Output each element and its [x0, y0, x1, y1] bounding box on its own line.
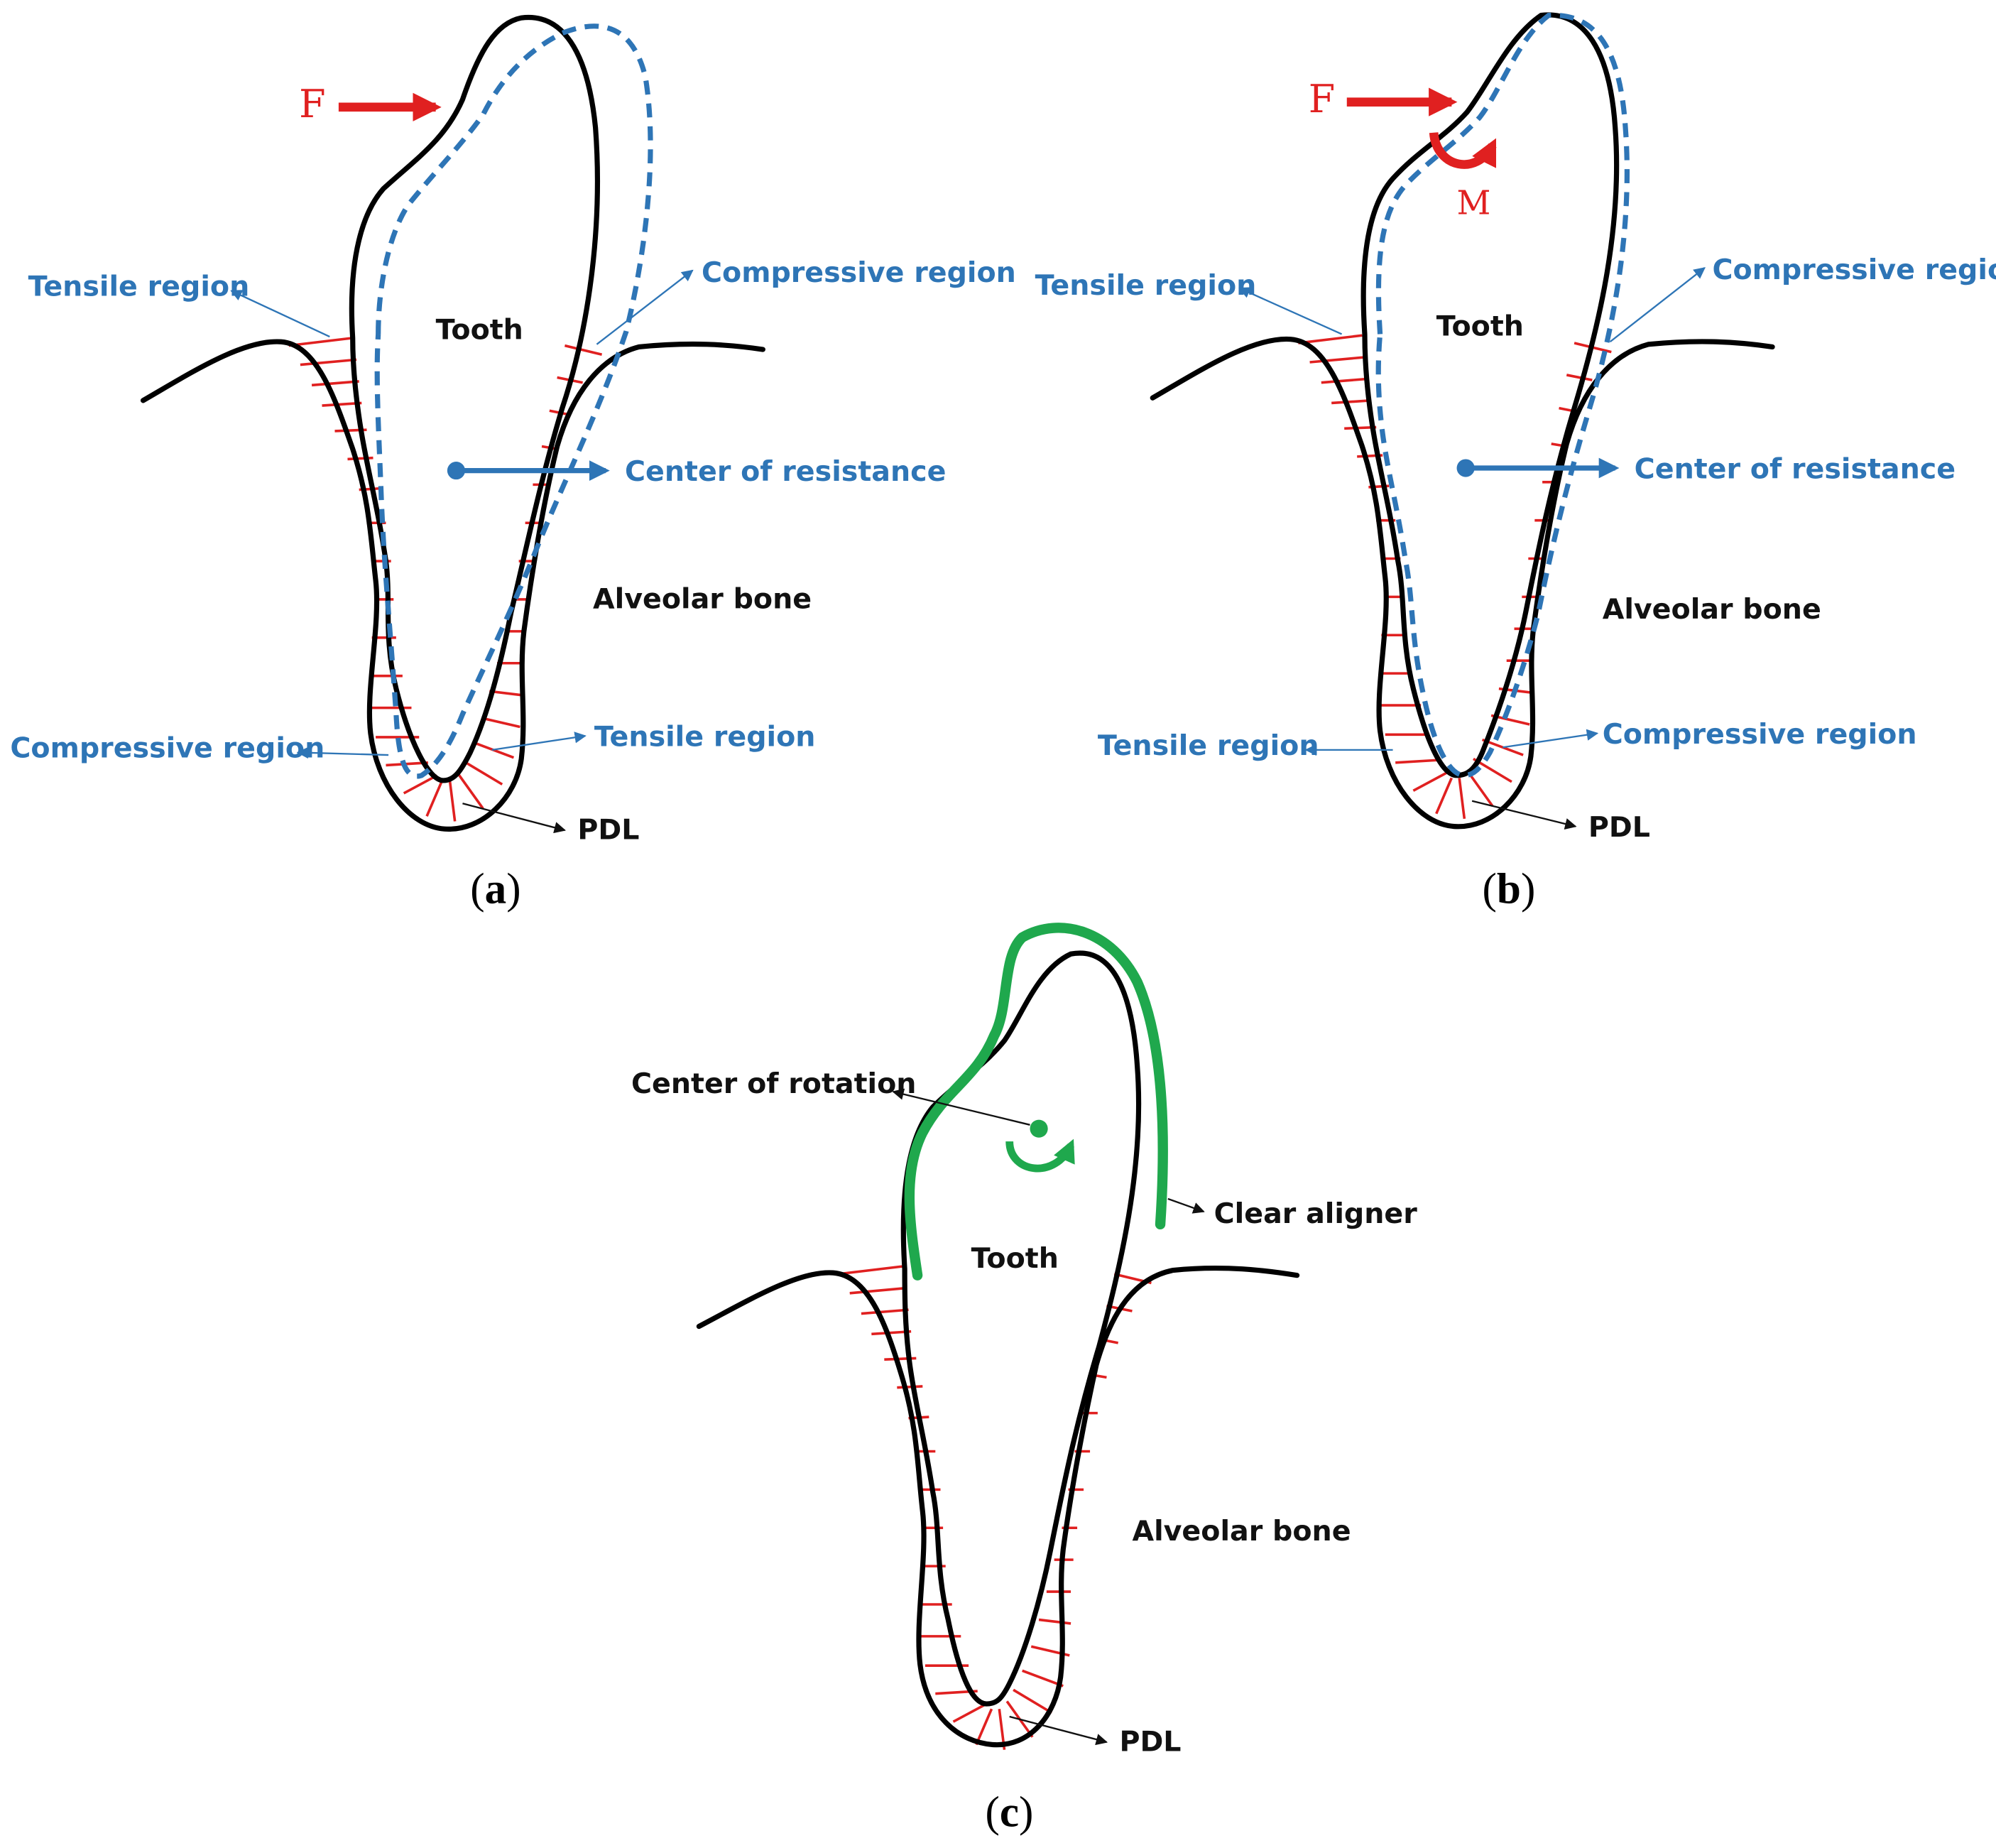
alveolar-bone-label: Alveolar bone	[1603, 593, 1821, 626]
center-of-resistance-label: Center of resistance	[1635, 452, 1956, 485]
pdl-hatch-line	[1566, 374, 1593, 381]
alveolar-bone-outline	[696, 1265, 1300, 1748]
tooth-label: Tooth	[1436, 310, 1524, 342]
tensile-bottom-leader	[491, 732, 587, 751]
compressive-top-leader	[1609, 267, 1706, 343]
tooth-label: Tooth	[436, 314, 523, 347]
alveolar-bone-outline	[140, 339, 765, 832]
pdl-leader	[1009, 1715, 1108, 1746]
pdl-hatch-line	[1458, 778, 1466, 820]
tooth-outline	[900, 950, 1142, 1707]
center-of-rotation-label: Center of rotation	[631, 1067, 916, 1100]
compressive-bottom-leader	[296, 746, 389, 759]
panel-c-caption: (c)	[985, 1788, 1033, 1836]
panel-b: F M Center of resistance Tooth Alveolar …	[1035, 12, 1996, 913]
pdl-hatching	[1298, 334, 1612, 820]
center-of-rotation-dot	[1030, 1119, 1048, 1138]
tooth-outline	[349, 14, 600, 783]
pdl-label: PDL	[1119, 1726, 1181, 1759]
center-of-rotation-leader	[892, 1088, 1030, 1126]
panel-c: Center of rotation Clear aligner Tooth A…	[631, 923, 1418, 1836]
pdl-label: PDL	[1588, 811, 1650, 844]
tooth-outline	[1360, 12, 1620, 778]
clear-aligner-label: Clear aligner	[1214, 1197, 1418, 1230]
compressive-top-leader	[596, 269, 694, 345]
alveolar-bone-label: Alveolar bone	[593, 583, 812, 616]
pdl-hatch-line	[1435, 777, 1453, 815]
rotation-arrow	[1005, 1138, 1075, 1173]
moment-arrow	[1429, 131, 1497, 169]
panel-b-caption: (b)	[1483, 865, 1536, 913]
compressive-region-bottom-label: Compressive region	[1603, 718, 1917, 751]
pdl-hatch-line	[1038, 1618, 1071, 1625]
alveolar-bone-label: Alveolar bone	[1132, 1515, 1351, 1548]
pdl-hatch-line	[1331, 399, 1372, 405]
tensile-region-top-label: Tensile region	[28, 271, 250, 303]
pdl-hatch-line	[975, 1708, 993, 1746]
compressive-region-bottom-label: Compressive region	[10, 732, 325, 765]
clear-aligner-outline	[904, 923, 1168, 1281]
force-label: F	[1309, 77, 1335, 121]
tensile-top-leader	[1238, 287, 1343, 335]
compressive-bottom-leader	[1503, 729, 1599, 749]
panel-a: F Center of resistance Tooth Alveolar bo…	[10, 14, 1016, 913]
tensile-region-top-label: Tensile region	[1035, 269, 1257, 302]
alveolar-bone-outline	[1150, 336, 1775, 830]
pdl-hatch-line	[1395, 759, 1438, 764]
pdl-hatch-line	[897, 1385, 923, 1389]
pdl-leader	[1471, 800, 1577, 830]
pdl-label: PDL	[577, 814, 639, 847]
pdl-hatch-line	[1022, 1669, 1064, 1687]
pdl-hatch-line	[1412, 771, 1448, 792]
compressive-region-top-label: Compressive region	[1712, 254, 1996, 286]
tensile-top-leader	[230, 290, 330, 338]
clear-aligner-leader	[1167, 1197, 1205, 1214]
moment-label: M	[1457, 185, 1491, 223]
pdl-hatch-line	[1309, 356, 1366, 364]
tooth-label: Tooth	[971, 1242, 1059, 1275]
displaced-tooth-outline	[374, 23, 653, 779]
force-label: F	[299, 82, 325, 126]
displaced-tooth-outline	[1375, 12, 1630, 778]
compressive-region-top-label: Compressive region	[702, 256, 1016, 289]
tensile-region-bottom-label: Tensile region	[594, 721, 816, 754]
panel-a-caption: (a)	[470, 865, 520, 913]
pdl-hatch-line	[1298, 334, 1363, 344]
center-of-resistance-dot	[1456, 459, 1475, 477]
pdl-hatch-line	[1321, 377, 1369, 384]
pdl-hatching	[288, 337, 603, 822]
tensile-region-bottom-label: Tensile region	[1098, 729, 1319, 762]
pdl-hatch-line	[838, 1265, 902, 1276]
pdl-hatch-line	[952, 1702, 988, 1723]
pdl-hatch-line	[861, 1308, 909, 1315]
center-of-resistance-dot	[447, 462, 466, 480]
pdl-hatch-line	[849, 1286, 907, 1295]
pdl-leader	[462, 803, 567, 834]
center-of-resistance-label: Center of resistance	[625, 455, 946, 488]
pdl-hatch-line	[1013, 1688, 1052, 1714]
